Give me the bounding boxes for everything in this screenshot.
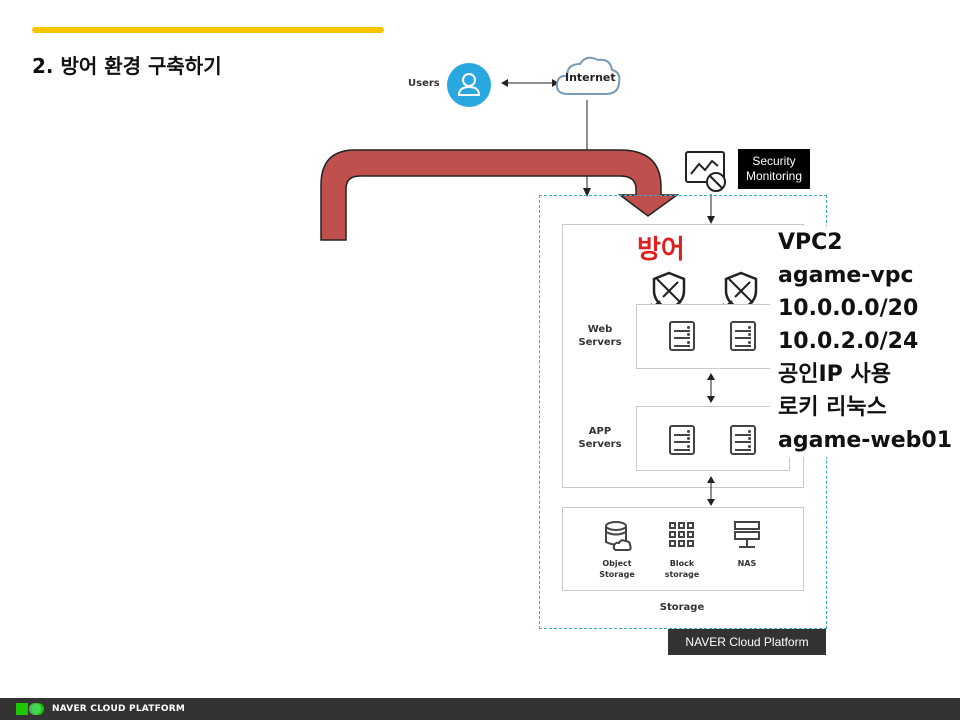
object-storage-icon xyxy=(605,521,632,551)
info-public-ip: 공인IP 사용 xyxy=(778,362,891,387)
big-red-arrow xyxy=(320,149,680,241)
app-servers-box xyxy=(636,406,790,471)
storage-title: Storage xyxy=(659,602,705,613)
info-os: 로키 리눅스 xyxy=(778,395,887,420)
naver-cloud-logo-icon xyxy=(16,703,44,715)
footer-brand: NAVER CLOUD PLATFORM xyxy=(52,704,186,714)
app-servers-line-2: Servers xyxy=(578,439,622,450)
server-icon xyxy=(730,425,756,455)
app-servers-line-1: APP xyxy=(588,426,612,437)
ncp-platform-tag: NAVER Cloud Platform xyxy=(668,629,826,655)
server-icon xyxy=(730,321,756,351)
block-storage-line-2: storage xyxy=(664,570,700,579)
nas-label: NAS xyxy=(737,559,757,568)
app-storage-connector xyxy=(707,476,715,506)
object-storage-label: Object Storage xyxy=(592,558,642,580)
info-subnet-cidr: 10.0.2.0/24 xyxy=(778,329,919,354)
internet-label: Internet xyxy=(565,71,616,84)
info-vpc-cidr: 10.0.0.0/20 xyxy=(778,296,919,321)
user-icon xyxy=(447,63,491,107)
security-down-arrow xyxy=(707,194,715,224)
nas-icon xyxy=(734,521,760,548)
server-icon xyxy=(669,425,695,455)
info-vpc-name: VPC2 xyxy=(778,230,843,255)
info-vpc-id: agame-vpc xyxy=(778,263,914,288)
internet-cloud-icon xyxy=(555,56,621,95)
web-servers-line-2: Servers xyxy=(578,337,622,348)
web-servers-line-1: Web xyxy=(587,324,613,335)
block-storage-label: Block storage xyxy=(657,558,707,580)
info-server-name: agame-web01 xyxy=(778,428,953,453)
footer-bar xyxy=(0,698,960,720)
page-title: 2. 방어 환경 구축하기 xyxy=(32,54,222,78)
security-line-1: Security xyxy=(752,154,796,168)
users-label: Users xyxy=(408,78,440,89)
firewall-shield-icon xyxy=(721,271,758,311)
web-servers-label: Web Servers xyxy=(572,323,628,349)
block-storage-icon xyxy=(669,522,694,547)
security-monitoring-icon xyxy=(685,151,726,192)
vpc-info-panel: VPC2 agame-vpc 10.0.0.0/20 10.0.2.0/24 공… xyxy=(770,226,953,457)
users-internet-connector xyxy=(501,79,559,87)
storage-box xyxy=(562,507,804,591)
title-accent-bar xyxy=(32,27,384,33)
security-line-2: Monitoring xyxy=(745,169,803,183)
web-servers-box xyxy=(636,304,790,369)
app-servers-label: APP Servers xyxy=(572,425,628,451)
server-icon xyxy=(669,321,695,351)
object-storage-line-2: Storage xyxy=(599,570,635,579)
defense-label: 방어 xyxy=(637,235,685,265)
object-storage-line-1: Object xyxy=(602,559,632,568)
web-app-connector xyxy=(707,373,715,403)
security-monitoring-label: Security Monitoring xyxy=(738,149,810,189)
block-storage-line-1: Block xyxy=(669,559,695,568)
